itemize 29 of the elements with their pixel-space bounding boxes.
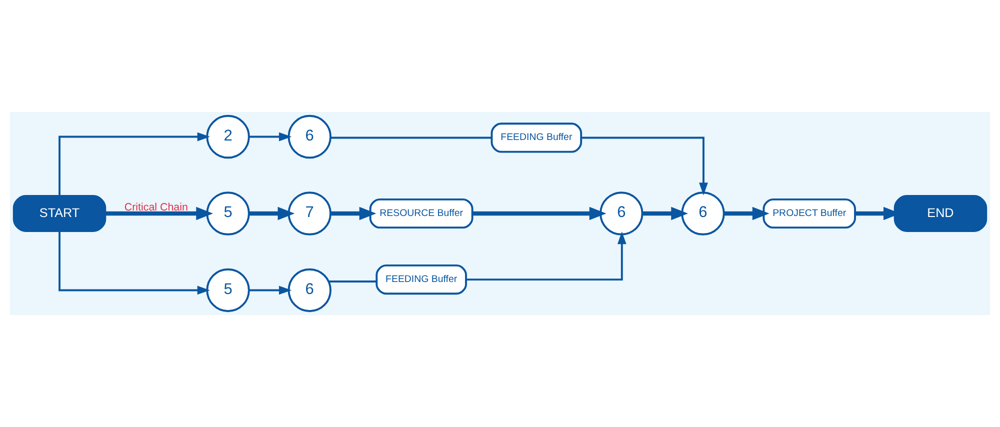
node-box: FEEDING Buffer (490, 122, 582, 153)
node-box: FEEDING Buffer (376, 264, 467, 295)
node-circle: 6 (681, 192, 725, 236)
node-box: RESOURCE Buffer (369, 198, 474, 229)
arrow (249, 286, 292, 295)
node-circle: 7 (288, 192, 332, 236)
arrow (249, 132, 292, 142)
connector (330, 136, 492, 139)
node-circle: 5 (206, 268, 250, 312)
arrow (58, 231, 210, 295)
arrow (724, 206, 770, 220)
arrow (581, 136, 708, 196)
arrow (249, 206, 295, 220)
node-circle: 5 (206, 192, 250, 236)
arrow (466, 231, 626, 281)
node-box: PROJECT Buffer (762, 198, 856, 229)
node-box: END (894, 195, 988, 232)
node-circle: 6 (288, 114, 332, 159)
arrow (106, 206, 214, 220)
arrow (472, 206, 606, 220)
edge-label: Critical Chain (124, 201, 188, 214)
arrow (58, 132, 210, 196)
arrow (330, 206, 376, 220)
node-circle: 6 (288, 268, 332, 312)
node-circle: 6 (600, 192, 644, 236)
node-circle: 2 (206, 114, 250, 159)
arrow (642, 206, 688, 220)
connector (328, 280, 376, 282)
node-box: START (12, 195, 106, 232)
